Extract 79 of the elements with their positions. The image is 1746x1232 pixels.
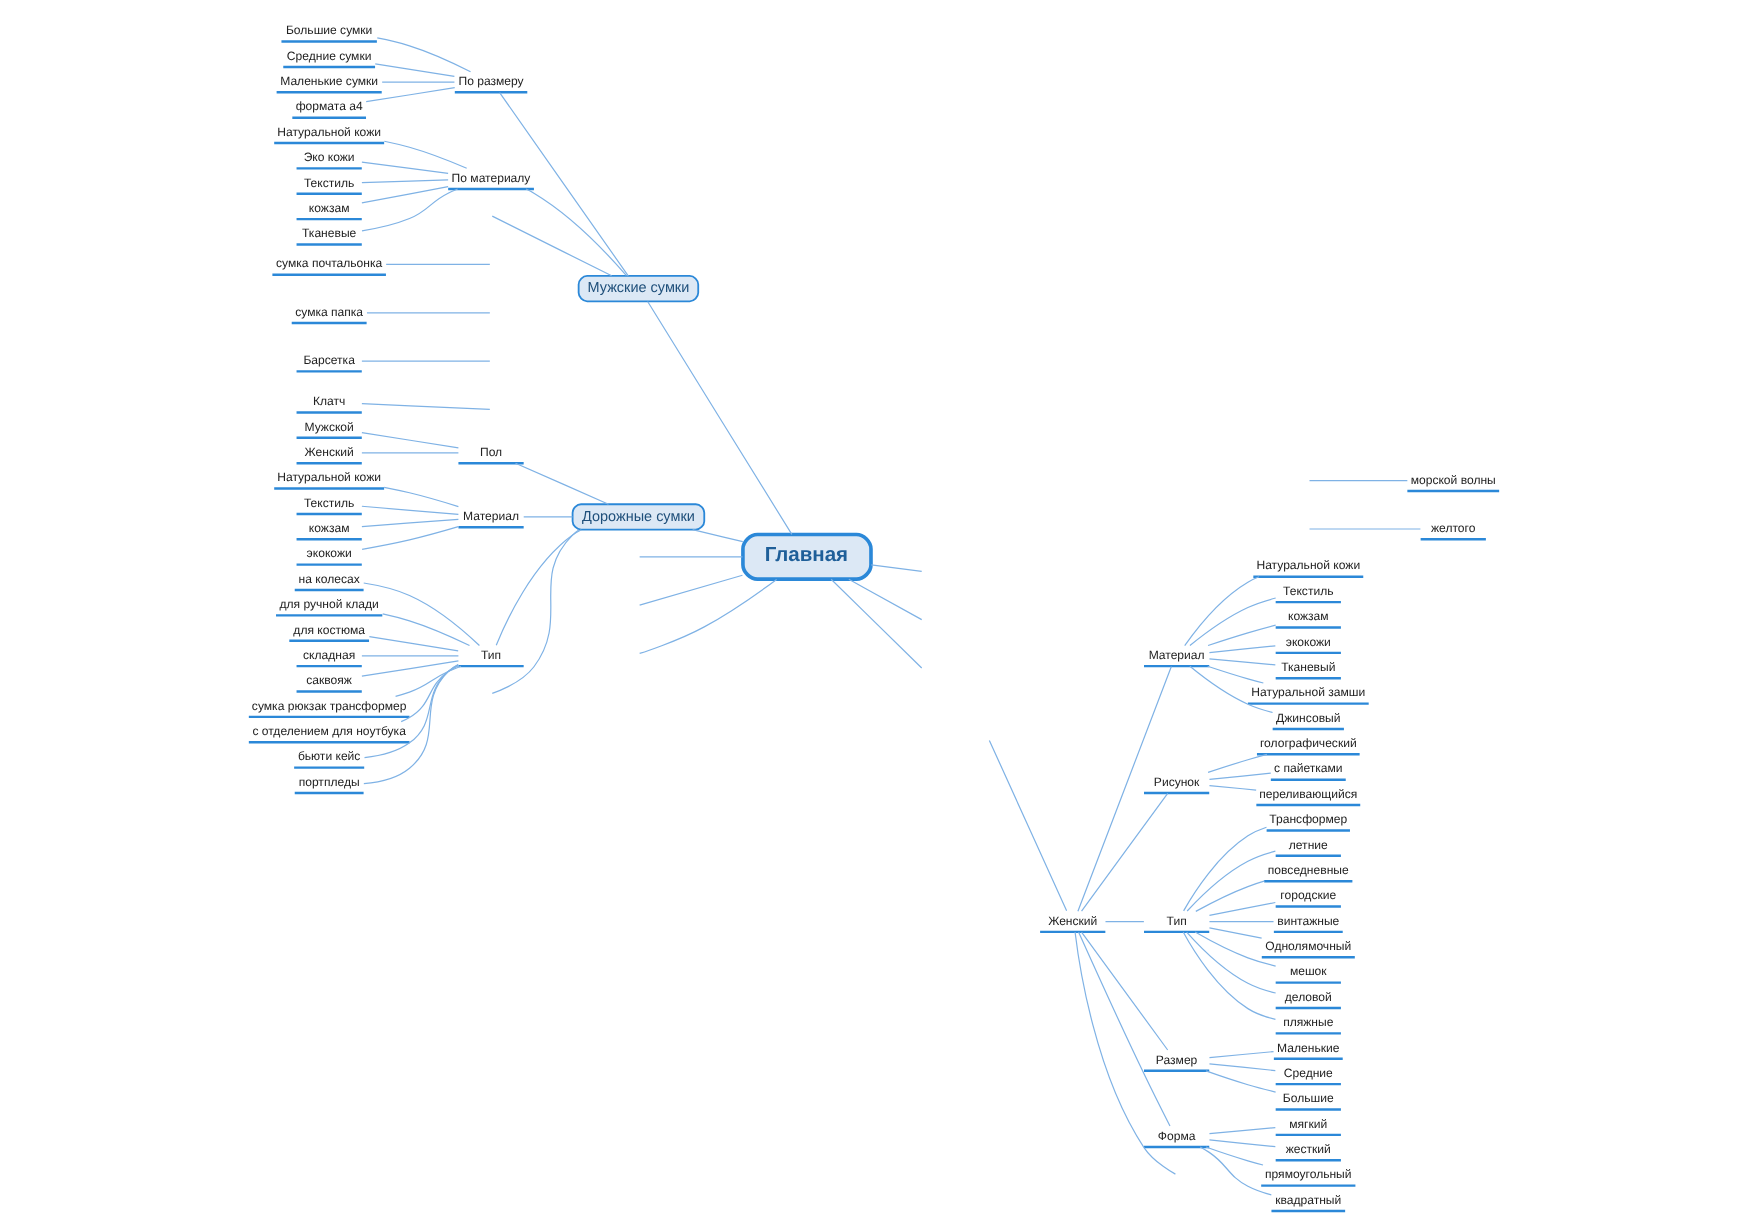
connector bbox=[362, 582, 480, 647]
connector bbox=[1076, 665, 1171, 912]
connector bbox=[373, 63, 454, 77]
connector bbox=[638, 556, 743, 558]
connector bbox=[1182, 826, 1267, 912]
connector bbox=[494, 529, 581, 646]
connector bbox=[1207, 658, 1275, 666]
connector bbox=[1207, 785, 1256, 791]
connector bbox=[1207, 927, 1262, 939]
connector bbox=[1185, 850, 1275, 912]
connector bbox=[1307, 480, 1407, 482]
connector bbox=[364, 87, 455, 103]
connector bbox=[490, 215, 612, 277]
connector bbox=[1207, 1126, 1275, 1135]
connector bbox=[1206, 665, 1263, 684]
connector bbox=[638, 574, 743, 606]
connector bbox=[360, 655, 458, 657]
connector bbox=[829, 578, 922, 669]
connector bbox=[360, 526, 458, 550]
connector bbox=[1206, 624, 1276, 647]
connector bbox=[691, 529, 743, 543]
connector bbox=[360, 452, 458, 454]
connector bbox=[360, 179, 448, 184]
connector bbox=[399, 665, 458, 723]
connector bbox=[1207, 921, 1274, 923]
connector bbox=[1207, 645, 1275, 654]
connector bbox=[375, 37, 471, 73]
connector bbox=[1206, 753, 1267, 773]
connector bbox=[1198, 1146, 1271, 1196]
connector bbox=[847, 578, 922, 621]
connector bbox=[1207, 1063, 1275, 1072]
connector bbox=[1204, 1070, 1276, 1093]
connector bbox=[360, 505, 458, 515]
connector bbox=[1079, 792, 1168, 912]
connector bbox=[869, 564, 922, 572]
connector bbox=[490, 529, 579, 694]
connector bbox=[1188, 597, 1276, 647]
connector bbox=[646, 300, 792, 535]
connector bbox=[360, 186, 448, 204]
connector bbox=[367, 636, 458, 652]
connector bbox=[360, 188, 458, 232]
connector bbox=[381, 613, 470, 647]
connector bbox=[362, 664, 458, 759]
connector bbox=[360, 518, 458, 528]
connector bbox=[382, 140, 467, 169]
connector bbox=[1207, 1139, 1275, 1148]
connector bbox=[393, 665, 461, 697]
connector bbox=[360, 360, 490, 362]
connector bbox=[360, 660, 458, 677]
connector bbox=[1073, 931, 1175, 1175]
connector bbox=[1307, 528, 1420, 530]
connector bbox=[1194, 880, 1264, 912]
node-box: Главная bbox=[740, 532, 872, 581]
connector bbox=[362, 663, 458, 785]
connector bbox=[498, 91, 628, 277]
connector bbox=[638, 578, 777, 655]
connector bbox=[360, 161, 448, 174]
connector bbox=[513, 462, 609, 505]
connector bbox=[1188, 665, 1273, 714]
connector bbox=[1079, 931, 1168, 1051]
connector bbox=[524, 188, 627, 277]
connector bbox=[380, 81, 455, 83]
connector bbox=[1076, 931, 1170, 1127]
connector bbox=[1204, 1146, 1263, 1166]
connector bbox=[1103, 921, 1144, 923]
connector bbox=[1207, 772, 1271, 781]
connector bbox=[1207, 901, 1275, 917]
connector bbox=[1193, 931, 1276, 967]
connector bbox=[1181, 931, 1276, 1020]
connector bbox=[360, 403, 490, 411]
connector bbox=[360, 431, 458, 449]
connector bbox=[987, 739, 1067, 912]
connector bbox=[1207, 1051, 1274, 1059]
connector bbox=[1185, 931, 1276, 994]
connector bbox=[522, 516, 573, 518]
connector bbox=[382, 486, 458, 508]
connector bbox=[384, 263, 490, 266]
connector bbox=[1183, 576, 1259, 647]
connector bbox=[365, 312, 490, 314]
